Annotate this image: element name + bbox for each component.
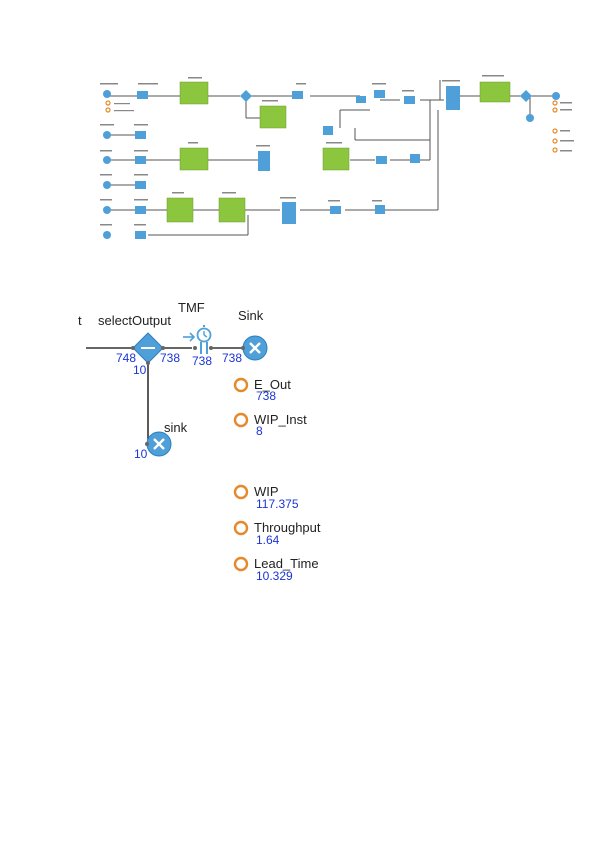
variable-value: 738 — [256, 389, 276, 403]
overview-thumbnail — [100, 75, 574, 239]
sink2-block[interactable] — [145, 431, 172, 457]
select-output-in-count: 748 — [116, 351, 136, 365]
tmf-label: TMF — [178, 300, 205, 315]
select-output-block[interactable] — [131, 332, 165, 365]
partial-block-label: t — [78, 313, 82, 328]
detail-view: t selectOutput TMF Sink sink 748 738 10 … — [78, 300, 321, 583]
variable-value: 8 — [256, 424, 263, 438]
variable-wip-inst[interactable]: WIP_Inst 8 — [233, 412, 307, 438]
sink-label: Sink — [238, 308, 264, 323]
close-icon — [249, 342, 261, 354]
variable-icon — [233, 377, 249, 393]
overview-label-marks — [100, 75, 574, 226]
close-icon — [153, 438, 165, 450]
variable-name: WIP_Inst — [254, 412, 307, 427]
variable-wip[interactable]: WIP 117.375 — [233, 484, 299, 511]
variable-throughput[interactable]: Throughput 1.64 — [233, 520, 321, 547]
sink2-count: 10 — [134, 447, 148, 461]
variable-value: 117.375 — [256, 497, 299, 511]
tmf-block[interactable] — [183, 325, 213, 354]
variable-icon — [233, 520, 249, 536]
overview-sources — [103, 90, 111, 239]
overview-variables — [105, 100, 558, 153]
variable-icon — [233, 556, 249, 572]
clock-icon — [196, 327, 212, 343]
select-output-label: selectOutput — [98, 313, 171, 328]
select-output-true-count: 738 — [160, 351, 180, 365]
variable-value: 1.64 — [256, 533, 280, 547]
tmf-count: 738 — [192, 354, 212, 368]
sink-block[interactable] — [241, 335, 268, 361]
variable-icon — [233, 484, 249, 500]
variable-value: 10.329 — [256, 569, 293, 583]
overview-connections — [110, 80, 556, 236]
sink-count: 738 — [222, 351, 242, 365]
overview-queue-blocks — [166, 81, 511, 223]
select-output-false-count: 10 — [133, 363, 147, 377]
variable-icon — [233, 412, 249, 428]
variable-e-out[interactable]: E_Out 738 — [233, 377, 291, 403]
variable-lead-time[interactable]: Lead_Time 10.329 — [233, 556, 319, 583]
variable-name: Lead_Time — [254, 556, 319, 571]
sink2-label: sink — [164, 420, 188, 435]
variable-name: E_Out — [254, 377, 291, 392]
variable-name: Throughput — [254, 520, 321, 535]
variable-name: WIP — [254, 484, 279, 499]
overview-service-blocks — [135, 86, 560, 239]
